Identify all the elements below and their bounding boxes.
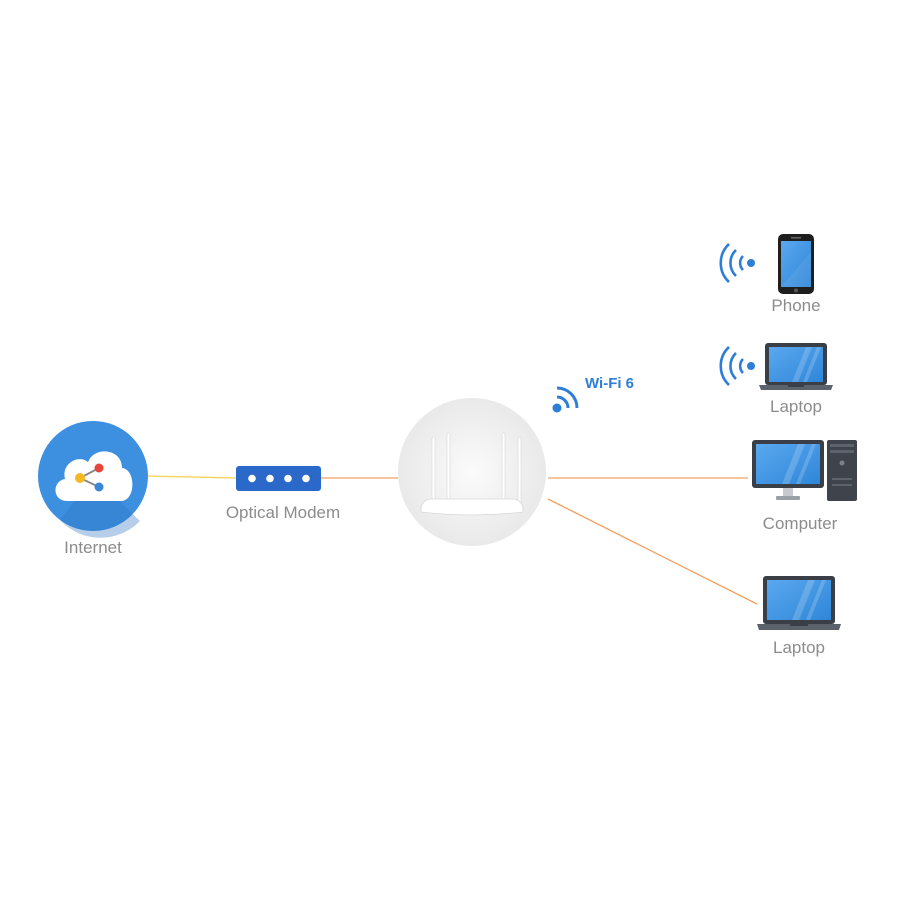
optical-modem-label: Optical Modem <box>226 503 340 522</box>
laptop-wired-icon <box>757 576 841 630</box>
computer-label: Computer <box>763 514 838 533</box>
router-wifi-icon <box>552 386 579 413</box>
phone-wifi-icon <box>719 243 755 283</box>
laptop-wireless-icon <box>759 343 833 390</box>
computer-monitor-icon <box>752 440 824 500</box>
router-laptop-link <box>547 498 758 605</box>
wifi-6-label: Wi-Fi 6 <box>585 375 634 392</box>
phone-label: Phone <box>771 296 820 315</box>
laptop-wireless-wifi-icon <box>719 346 755 386</box>
phone-icon <box>778 234 814 294</box>
router-icon <box>398 398 546 546</box>
optical-modem-icon <box>236 466 321 491</box>
computer-tower-icon <box>827 440 857 501</box>
internet-modem-link <box>145 475 237 479</box>
laptop-wireless-label: Laptop <box>770 397 822 416</box>
laptop-wired-label: Laptop <box>773 638 825 657</box>
internet-label: Internet <box>64 538 122 557</box>
internet-cloud-icon <box>38 421 148 538</box>
